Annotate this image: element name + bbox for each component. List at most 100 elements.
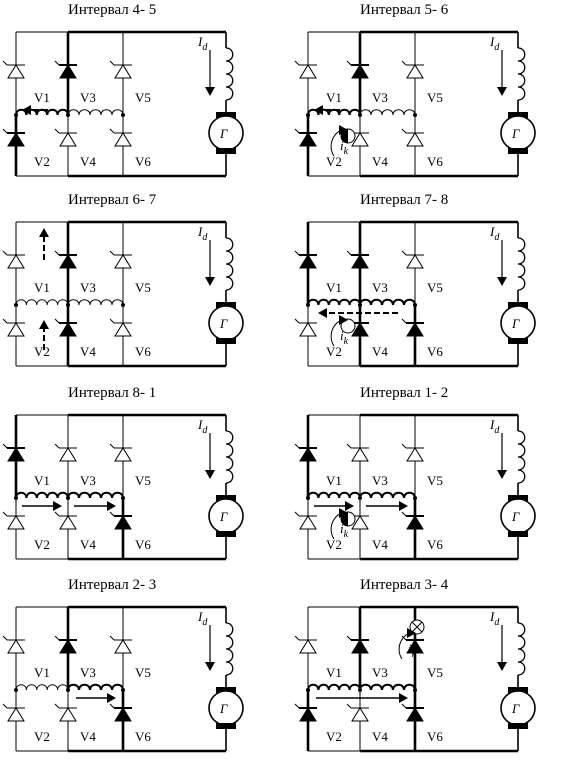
label-v5: V5 bbox=[135, 280, 151, 295]
diode-v3 bbox=[54, 635, 77, 654]
diode-flag bbox=[54, 318, 60, 324]
diode-flag bbox=[294, 250, 300, 256]
reactor-right bbox=[67, 491, 124, 499]
reactor-right bbox=[67, 109, 124, 116]
brush-bottom bbox=[508, 723, 528, 729]
transfer-arrow-head bbox=[314, 105, 323, 115]
diode-flag bbox=[294, 443, 300, 449]
diode-triangle bbox=[59, 322, 77, 337]
label-v1: V1 bbox=[34, 280, 50, 295]
diode-v4 bbox=[54, 703, 77, 722]
reactor-right bbox=[359, 683, 416, 691]
diode-triangle bbox=[114, 64, 132, 79]
current-subscript: d bbox=[494, 617, 500, 628]
diode-triangle bbox=[299, 707, 317, 722]
label-v6: V6 bbox=[135, 154, 151, 169]
reactor-left bbox=[15, 299, 69, 306]
label-v4: V4 bbox=[80, 154, 96, 169]
label-v6: V6 bbox=[427, 729, 443, 744]
brush-top bbox=[216, 112, 236, 118]
label-v5: V5 bbox=[135, 473, 151, 488]
diode-triangle bbox=[406, 515, 424, 530]
diode-triangle bbox=[7, 447, 25, 462]
panel-title: Интервал 3- 4 bbox=[360, 577, 449, 593]
machine-label: Г bbox=[511, 701, 520, 716]
diode-triangle bbox=[7, 254, 25, 269]
diode-v1 bbox=[294, 60, 317, 79]
label-v6: V6 bbox=[427, 537, 443, 552]
current-arrow-head bbox=[205, 87, 215, 96]
brush-top bbox=[508, 302, 528, 308]
diode-flag bbox=[401, 703, 407, 709]
reactor-left bbox=[307, 298, 361, 306]
brush-bottom bbox=[508, 338, 528, 344]
reactor-right bbox=[359, 298, 416, 306]
machine-label: Г bbox=[219, 316, 228, 331]
smoothing-reactor bbox=[225, 430, 234, 484]
load-current-label: Id bbox=[197, 224, 208, 243]
commutation-loop-head bbox=[339, 508, 348, 518]
diode-triangle bbox=[7, 322, 25, 337]
marker-cross-b bbox=[411, 621, 423, 633]
diode-v2 bbox=[294, 318, 317, 337]
diode-flag bbox=[54, 60, 60, 66]
diode-triangle bbox=[351, 64, 369, 79]
load-current-label: Id bbox=[489, 609, 500, 628]
diode-triangle bbox=[299, 322, 317, 337]
diode-flag bbox=[2, 128, 8, 134]
diode-v1 bbox=[2, 635, 25, 654]
panel-title: Интервал 6- 7 bbox=[68, 192, 157, 208]
diode-v4 bbox=[346, 703, 369, 722]
diode-triangle bbox=[59, 707, 77, 722]
diode-flag bbox=[54, 250, 60, 256]
current-subscript: d bbox=[202, 425, 208, 436]
diode-flag bbox=[2, 250, 8, 256]
diode-flag bbox=[294, 511, 300, 517]
label-v2: V2 bbox=[34, 729, 50, 744]
diode-flag bbox=[346, 250, 352, 256]
commutation-current-label: ik bbox=[340, 521, 349, 540]
label-v6: V6 bbox=[135, 729, 151, 744]
diode-triangle bbox=[299, 515, 317, 530]
diode-v3 bbox=[54, 443, 77, 462]
diode-v3 bbox=[54, 250, 77, 269]
diode-flag bbox=[346, 635, 352, 641]
diode-v5 bbox=[401, 635, 424, 654]
diode-flag bbox=[401, 443, 407, 449]
diode-flag bbox=[401, 128, 407, 134]
diode-v1 bbox=[2, 60, 25, 79]
label-v6: V6 bbox=[427, 344, 443, 359]
smoothing-reactor bbox=[517, 622, 526, 676]
coil-path bbox=[67, 683, 124, 691]
diode-flag bbox=[401, 635, 407, 641]
commutation-loop-head bbox=[339, 315, 348, 325]
machine-label: Г bbox=[511, 126, 520, 141]
current-arrow-head bbox=[497, 87, 507, 96]
diode-flag bbox=[54, 703, 60, 709]
coil-path bbox=[67, 109, 124, 116]
label-v3: V3 bbox=[372, 280, 388, 295]
label-v5: V5 bbox=[135, 90, 151, 105]
label-v3: V3 bbox=[372, 90, 388, 105]
diode-v1 bbox=[294, 443, 317, 462]
diode-triangle bbox=[299, 639, 317, 654]
coil-path bbox=[359, 109, 416, 116]
diode-flag bbox=[2, 443, 8, 449]
panel-title: Интервал 8- 1 bbox=[68, 385, 156, 401]
diode-v1 bbox=[2, 443, 25, 462]
diode-triangle bbox=[351, 132, 369, 147]
commutation-symbol: i bbox=[408, 641, 412, 656]
load-current-label: Id bbox=[197, 34, 208, 53]
diode-triangle bbox=[7, 707, 25, 722]
diode-flag bbox=[294, 635, 300, 641]
reactor-right bbox=[67, 683, 124, 691]
commutation-subscript: k bbox=[344, 529, 349, 540]
diode-triangle bbox=[351, 515, 369, 530]
label-v6: V6 bbox=[135, 537, 151, 552]
commutation-symbol: i bbox=[340, 521, 344, 536]
current-subscript: d bbox=[494, 42, 500, 53]
commutation-marker bbox=[409, 619, 425, 635]
machine-label: Г bbox=[511, 316, 520, 331]
